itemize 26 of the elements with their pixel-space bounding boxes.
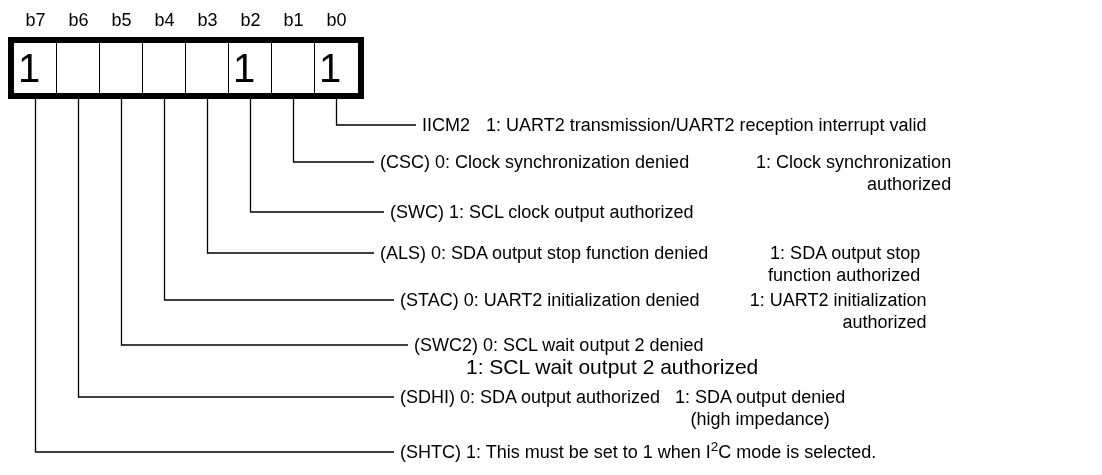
description-text: 1: SDA output denied (high impedance): [674, 386, 847, 430]
description-text: 1: Clock synchronization authorized: [755, 151, 952, 195]
description-text: (ALS) 0: SDA output stop function denied: [380, 242, 709, 264]
description-text: 1: SDA output stop function authorized: [767, 242, 921, 286]
bit-label: b6: [67, 10, 90, 30]
bit-label: b0: [325, 10, 348, 30]
description-text: (CSC) 0: Clock synchronization denied: [380, 151, 690, 173]
description-text: (SWC2) 0: SCL wait output 2 denied: [414, 334, 704, 356]
bit-label: b7: [24, 10, 47, 30]
description-text: (SHTC) 1: This must be set to 1 when I$^{2}$C mode is selected.: [400, 441, 877, 463]
bit-label: b4: [153, 10, 176, 30]
description-text: 1: UART2 initialization authorized: [748, 289, 927, 333]
bit-label: b2: [239, 10, 262, 30]
bit-label: b3: [196, 10, 219, 30]
description-text: (STAC) 0: UART2 initialization denied: [400, 289, 700, 311]
description-text: 1: UART2 transmission/UART2 reception interrupt valid: [486, 114, 927, 136]
description-text: (SWC) 1: SCL clock output authorized: [390, 201, 694, 223]
bit-label: b5: [110, 10, 133, 30]
bit-value: 1: [233, 48, 256, 88]
bit-value: 1: [319, 48, 342, 88]
description-text: IICM2: [422, 114, 470, 136]
description-text: (SDHI) 0: SDA output authorized: [400, 386, 661, 408]
bit-value: 1: [18, 48, 41, 88]
register-box: [8, 37, 364, 99]
bit-label: b1: [282, 10, 305, 30]
description-text: 1: SCL wait output 2 authorized: [466, 356, 759, 378]
